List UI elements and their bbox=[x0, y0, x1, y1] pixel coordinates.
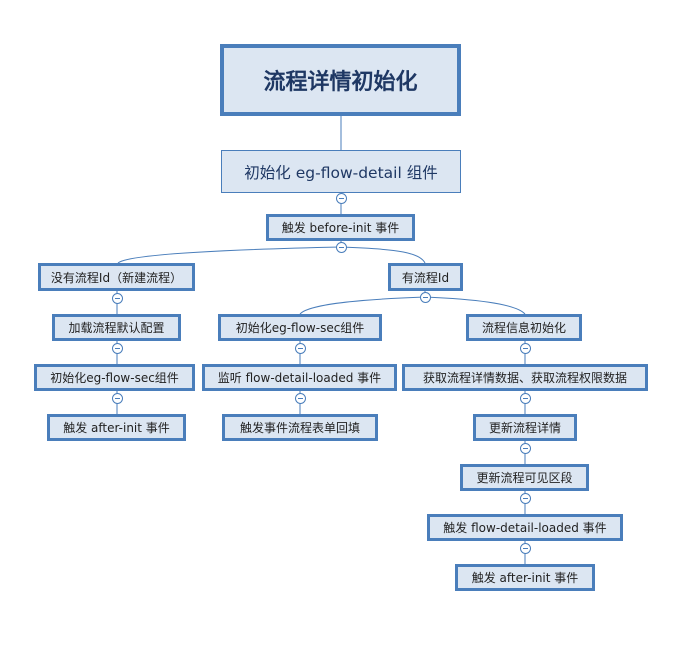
collapse-icon[interactable] bbox=[112, 343, 123, 354]
update-visible-node: 更新流程可见区段 bbox=[460, 464, 589, 491]
flow-info-init-node: 流程信息初始化 bbox=[466, 314, 582, 341]
trigger-after-init-left-node: 触发 after-init 事件 bbox=[47, 414, 186, 441]
trigger-before-init-node: 触发 before-init 事件 bbox=[266, 214, 415, 241]
connector-to-flow-info-init bbox=[424, 296, 526, 315]
fill-form-node: 触发事件流程表单回填 bbox=[222, 414, 378, 441]
collapse-icon[interactable] bbox=[295, 393, 306, 404]
collapse-icon[interactable] bbox=[520, 543, 531, 554]
connector-to-init-sec-mid bbox=[299, 296, 426, 315]
collapse-icon[interactable] bbox=[520, 393, 531, 404]
listen-loaded-node: 监听 flow-detail-loaded 事件 bbox=[202, 364, 397, 391]
collapse-icon[interactable] bbox=[336, 242, 347, 253]
connector-to-no-flow-id bbox=[117, 246, 342, 264]
collapse-icon[interactable] bbox=[112, 393, 123, 404]
fetch-data-node: 获取流程详情数据、获取流程权限数据 bbox=[402, 364, 648, 391]
load-default-config-node: 加载流程默认配置 bbox=[52, 314, 181, 341]
connector-to-has-flow-id bbox=[340, 246, 426, 264]
init-sec-mid-node: 初始化eg-flow-sec组件 bbox=[218, 314, 382, 341]
collapse-icon[interactable] bbox=[520, 343, 531, 354]
collapse-icon[interactable] bbox=[336, 193, 347, 204]
init-sec-left-node: 初始化eg-flow-sec组件 bbox=[34, 364, 195, 391]
init-component-node: 初始化 eg-flow-detail 组件 bbox=[221, 150, 461, 193]
collapse-icon[interactable] bbox=[520, 493, 531, 504]
trigger-loaded-node: 触发 flow-detail-loaded 事件 bbox=[427, 514, 623, 541]
has-flow-id-node: 有流程Id bbox=[388, 263, 463, 291]
collapse-icon[interactable] bbox=[295, 343, 306, 354]
no-flow-id-node: 没有流程Id（新建流程） bbox=[38, 263, 195, 291]
collapse-icon[interactable] bbox=[420, 292, 431, 303]
collapse-icon[interactable] bbox=[520, 443, 531, 454]
root-node: 流程详情初始化 bbox=[220, 44, 461, 116]
collapse-icon[interactable] bbox=[112, 293, 123, 304]
update-detail-node: 更新流程详情 bbox=[473, 414, 577, 441]
trigger-after-init-right-node: 触发 after-init 事件 bbox=[455, 564, 595, 591]
